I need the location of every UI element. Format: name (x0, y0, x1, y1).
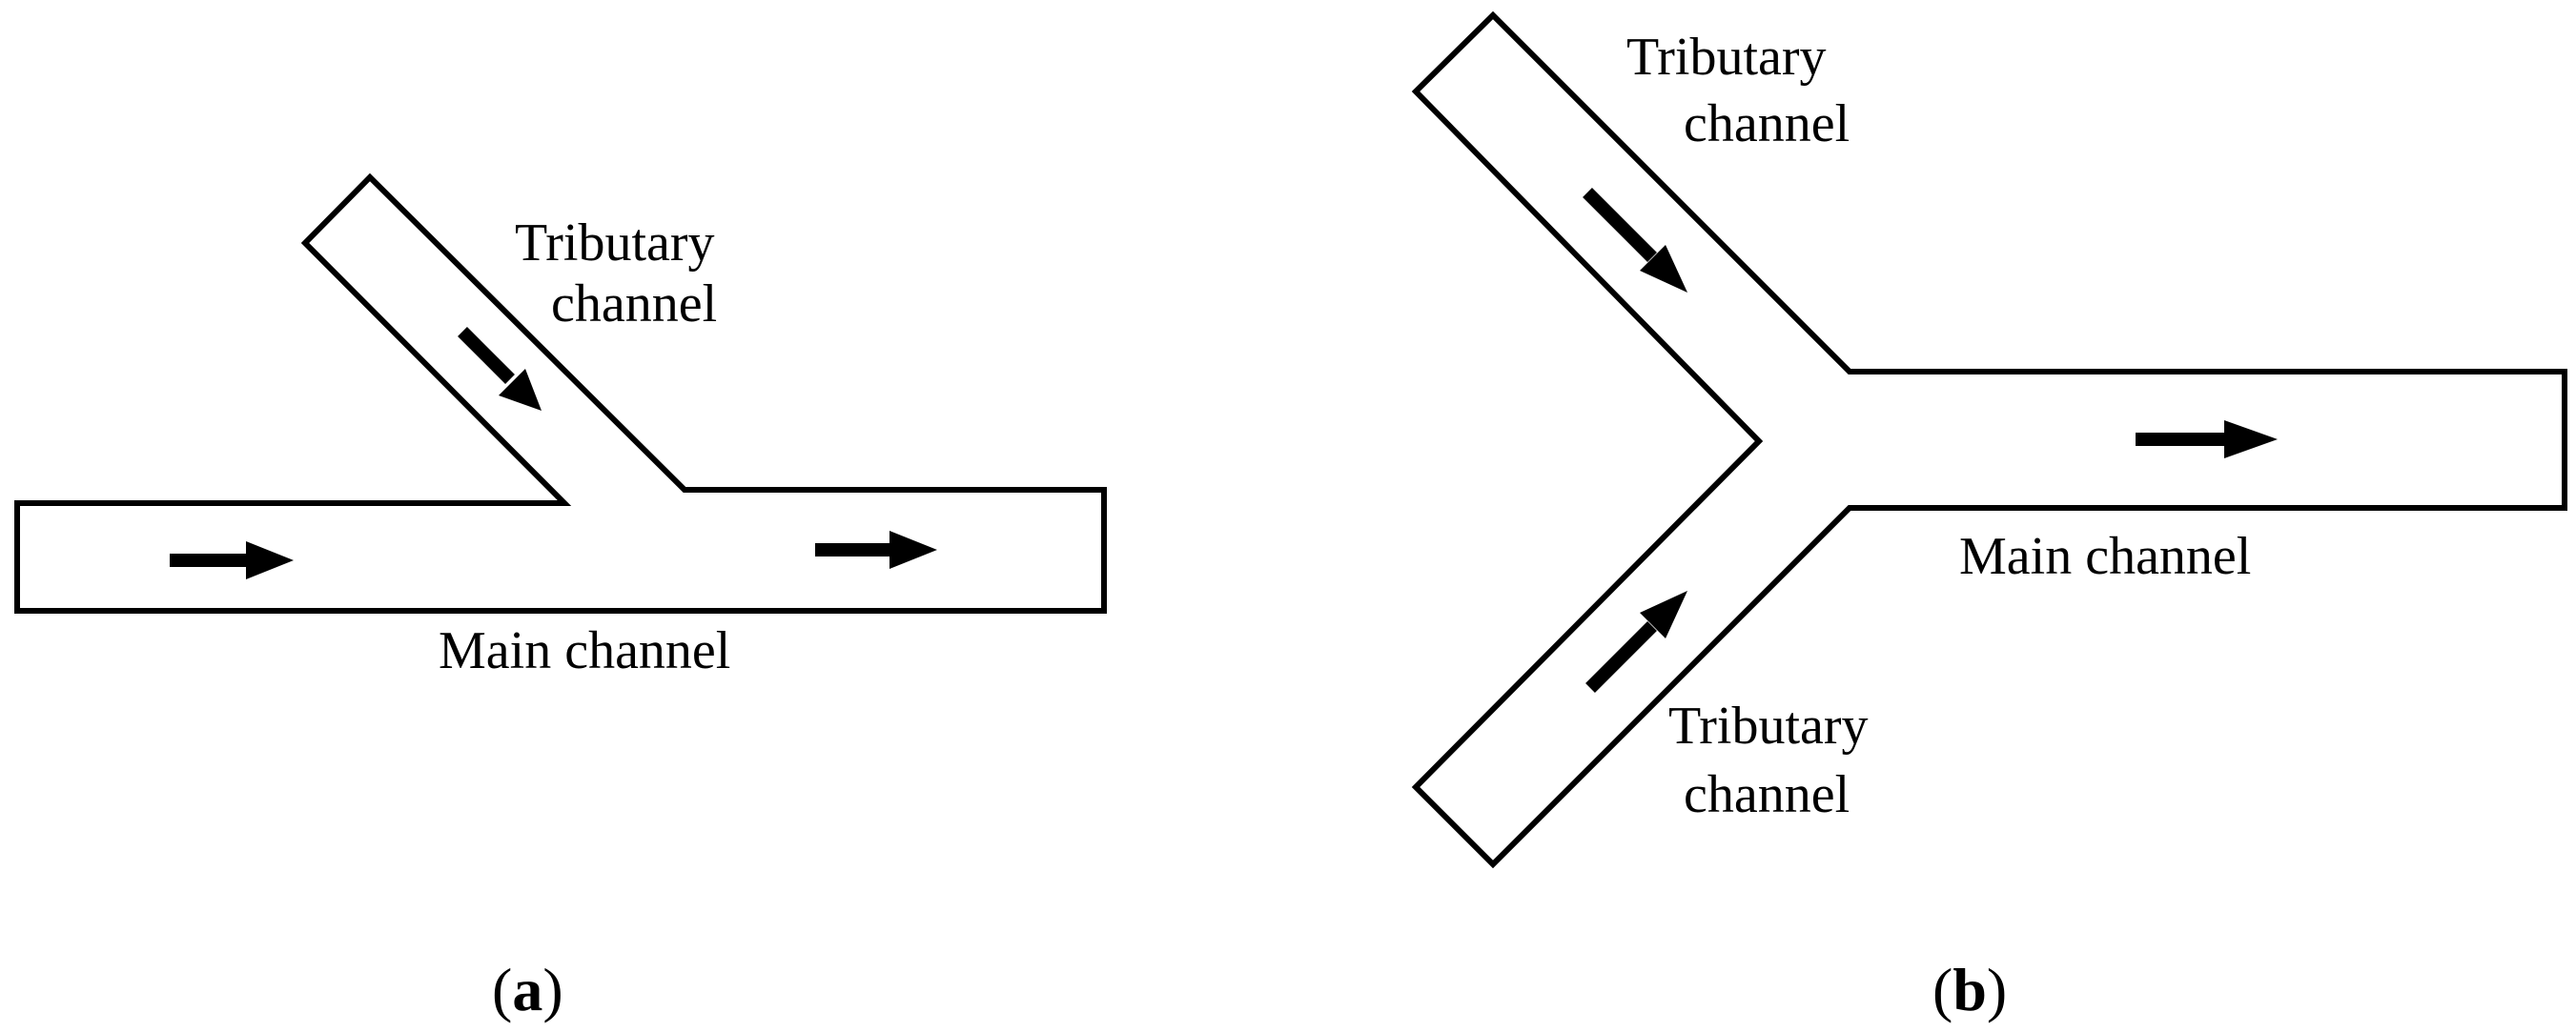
panel-b-channel-outline (1411, 10, 2567, 869)
panel-a-outflow-arrow (815, 531, 937, 569)
panel-b-upper-tributary-label: Tributary channel (1626, 28, 1850, 153)
panel-a-tributary-label: Tributary channel (515, 213, 728, 334)
panel-a: Tributary channel Main channel (a) (14, 172, 1107, 1023)
panel-b-caption: (b) (1932, 956, 2007, 1023)
panel-b-lower-tributary-arrow (1585, 591, 1687, 693)
panel-a-tributary-arrow (458, 327, 542, 411)
panel-a-main-label: Main channel (439, 621, 730, 680)
panel-b: Tributary channel Tributary channel Main… (1411, 10, 2567, 1023)
panel-a-inflow-arrow (170, 541, 294, 579)
panel-a-caption: (a) (492, 956, 563, 1023)
panel-b-main-label: Main channel (1959, 527, 2251, 586)
panel-b-upper-tributary-arrow (1583, 188, 1687, 293)
panel-a-channel-outline (14, 172, 1107, 614)
panel-b-lower-tributary-label: Tributary channel (1668, 697, 1882, 824)
panel-b-outflow-arrow (2136, 420, 2278, 458)
